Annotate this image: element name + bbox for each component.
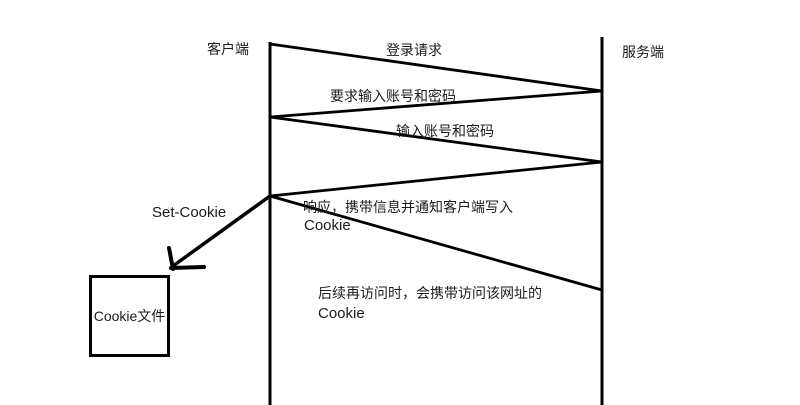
set-cookie-arrowhead-right-icon — [169, 265, 206, 270]
server-actor-label: 服务端 — [622, 44, 664, 60]
response-label-line2: Cookie — [304, 217, 351, 234]
login-request-line — [269, 42, 603, 93]
client-actor-label: 客户端 — [207, 41, 249, 57]
cookie-file-label: Cookie文件 — [93, 308, 166, 324]
response-line — [269, 160, 603, 198]
set-cookie-arrowhead-left-icon — [167, 246, 175, 271]
cookie-file-box: Cookie文件 — [89, 275, 170, 357]
revisit-label-line2: Cookie — [318, 305, 365, 322]
response-label-line1: 响应，携带信息并通知客户端写入 — [303, 199, 513, 215]
revisit-line — [269, 194, 603, 292]
set-cookie-label: Set-Cookie — [152, 204, 227, 221]
revisit-label-line1: 后续再访问时，会携带访问该网址的 — [318, 285, 542, 301]
ask-credentials-line — [269, 89, 603, 119]
set-cookie-arrow-shaft — [171, 194, 272, 268]
ask-credentials-label: 要求输入账号和密码 — [330, 88, 456, 104]
login-request-label: 登录请求 — [386, 42, 442, 58]
send-credentials-line — [269, 115, 603, 164]
send-credentials-label: 输入账号和密码 — [396, 123, 494, 139]
